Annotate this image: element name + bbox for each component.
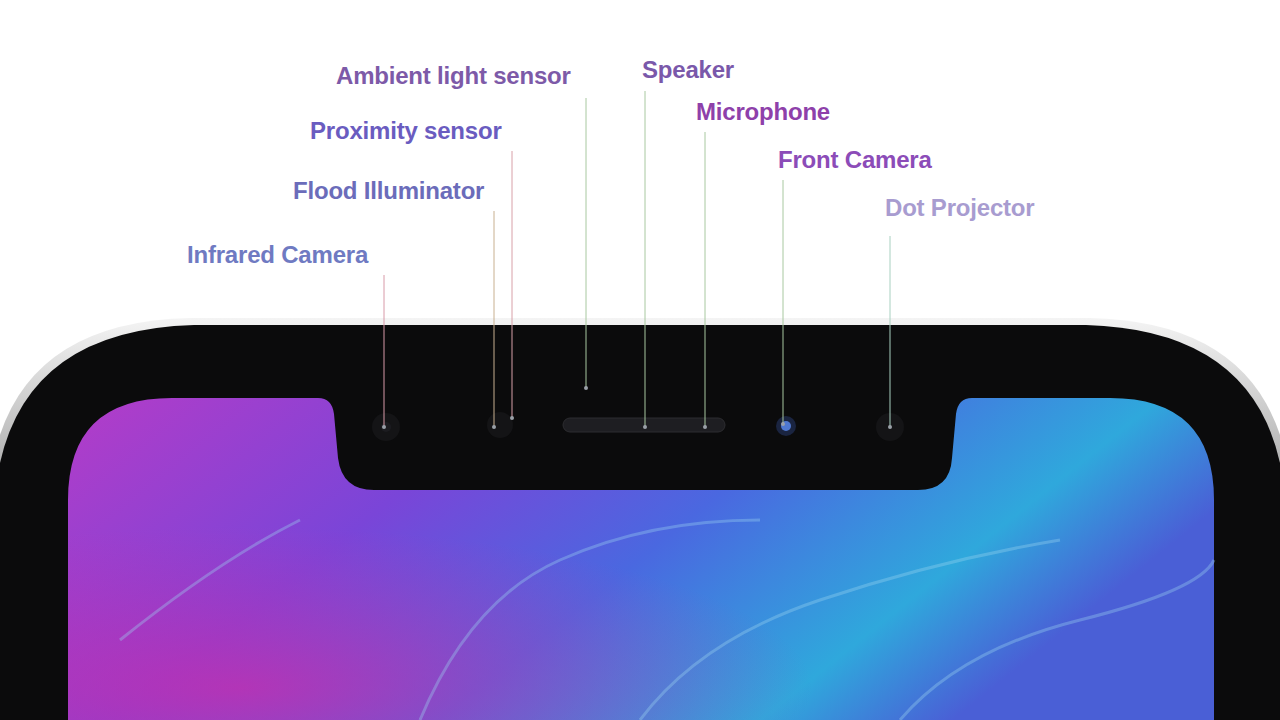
part-label: Proximity sensor <box>310 115 502 147</box>
part-label: Microphone <box>696 96 830 128</box>
part-label: Ambient light sensor <box>336 60 571 92</box>
phone-rim <box>0 318 1280 720</box>
part-label: Flood Illuminator <box>293 175 484 207</box>
notch-components <box>372 412 904 441</box>
part-label: Dot Projector <box>885 192 1034 224</box>
screen <box>68 398 1214 720</box>
leader-dots <box>382 386 892 429</box>
part-label: Speaker <box>642 54 734 86</box>
part-label: Front Camera <box>778 144 932 176</box>
screen-waves <box>120 520 1214 720</box>
screen-glow <box>68 398 1214 720</box>
part-label: Infrared Camera <box>187 239 368 271</box>
phone-body <box>0 325 1280 720</box>
